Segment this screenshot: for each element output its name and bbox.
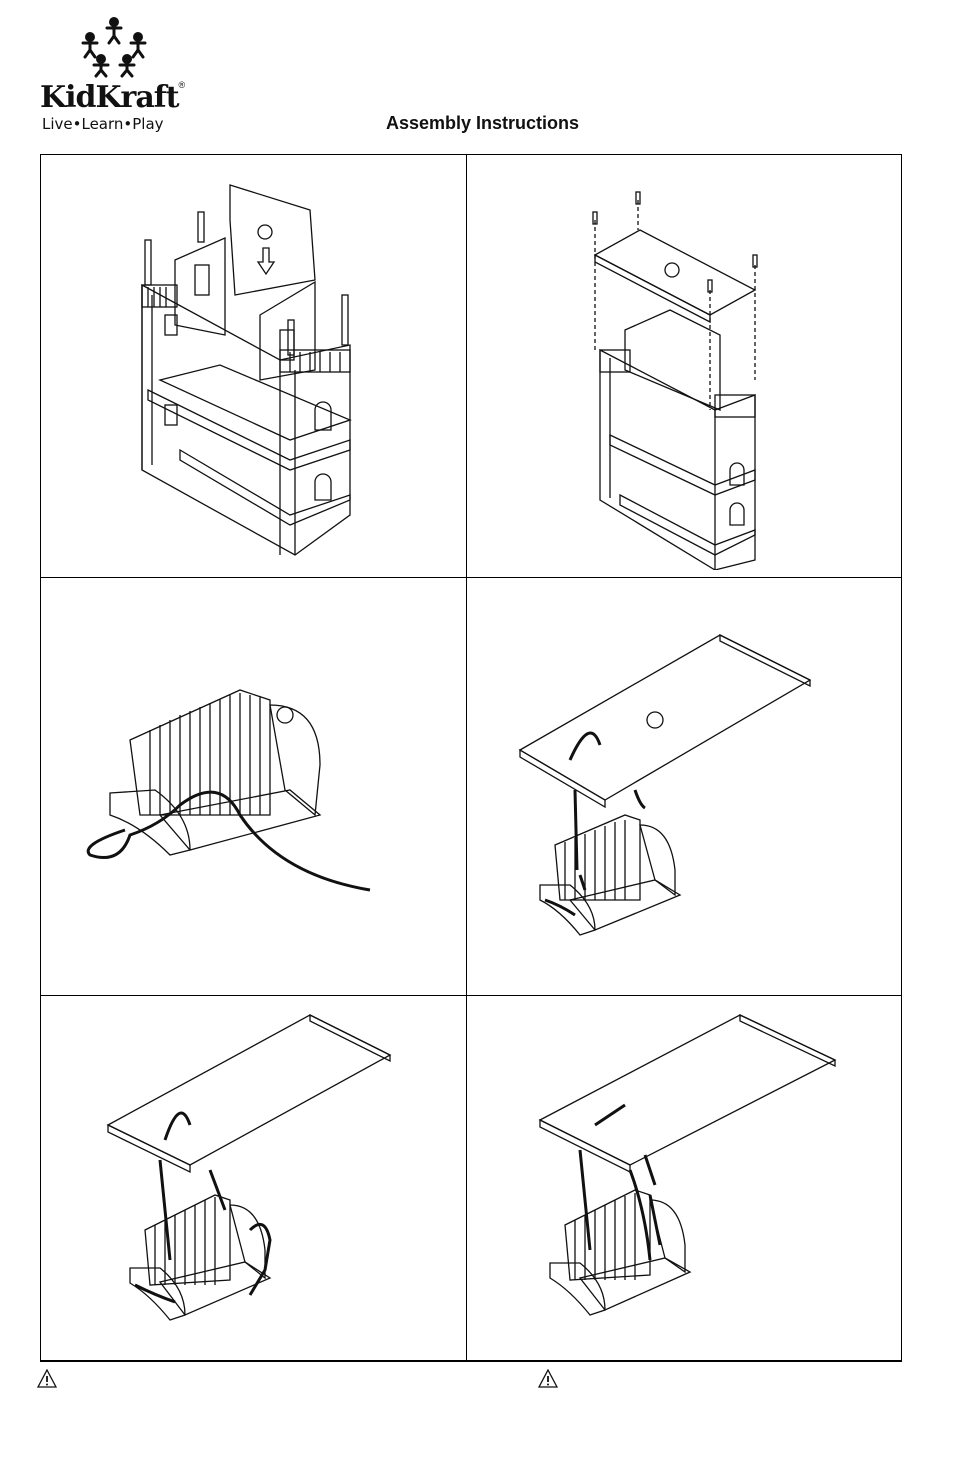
brand-name: KidKraft® <box>40 80 184 115</box>
warning-icon <box>37 1369 57 1389</box>
step-3-illustration <box>80 675 400 905</box>
step-5-illustration <box>100 1010 400 1330</box>
warning-icon <box>538 1369 558 1389</box>
brand-tagline: Live•Learn•Play <box>42 115 164 133</box>
grid-divider-row-2 <box>40 995 902 996</box>
grid-divider-vertical <box>466 154 467 1361</box>
step-2-illustration <box>580 180 780 570</box>
step-1-illustration <box>120 170 370 565</box>
grid-divider-row-1 <box>40 577 902 578</box>
step-4-illustration <box>515 630 815 945</box>
step-6-illustration <box>535 1010 845 1320</box>
figure-icon <box>107 19 121 44</box>
grid-bottom-rule <box>40 1360 902 1362</box>
page-title: Assembly Instructions <box>386 113 579 134</box>
